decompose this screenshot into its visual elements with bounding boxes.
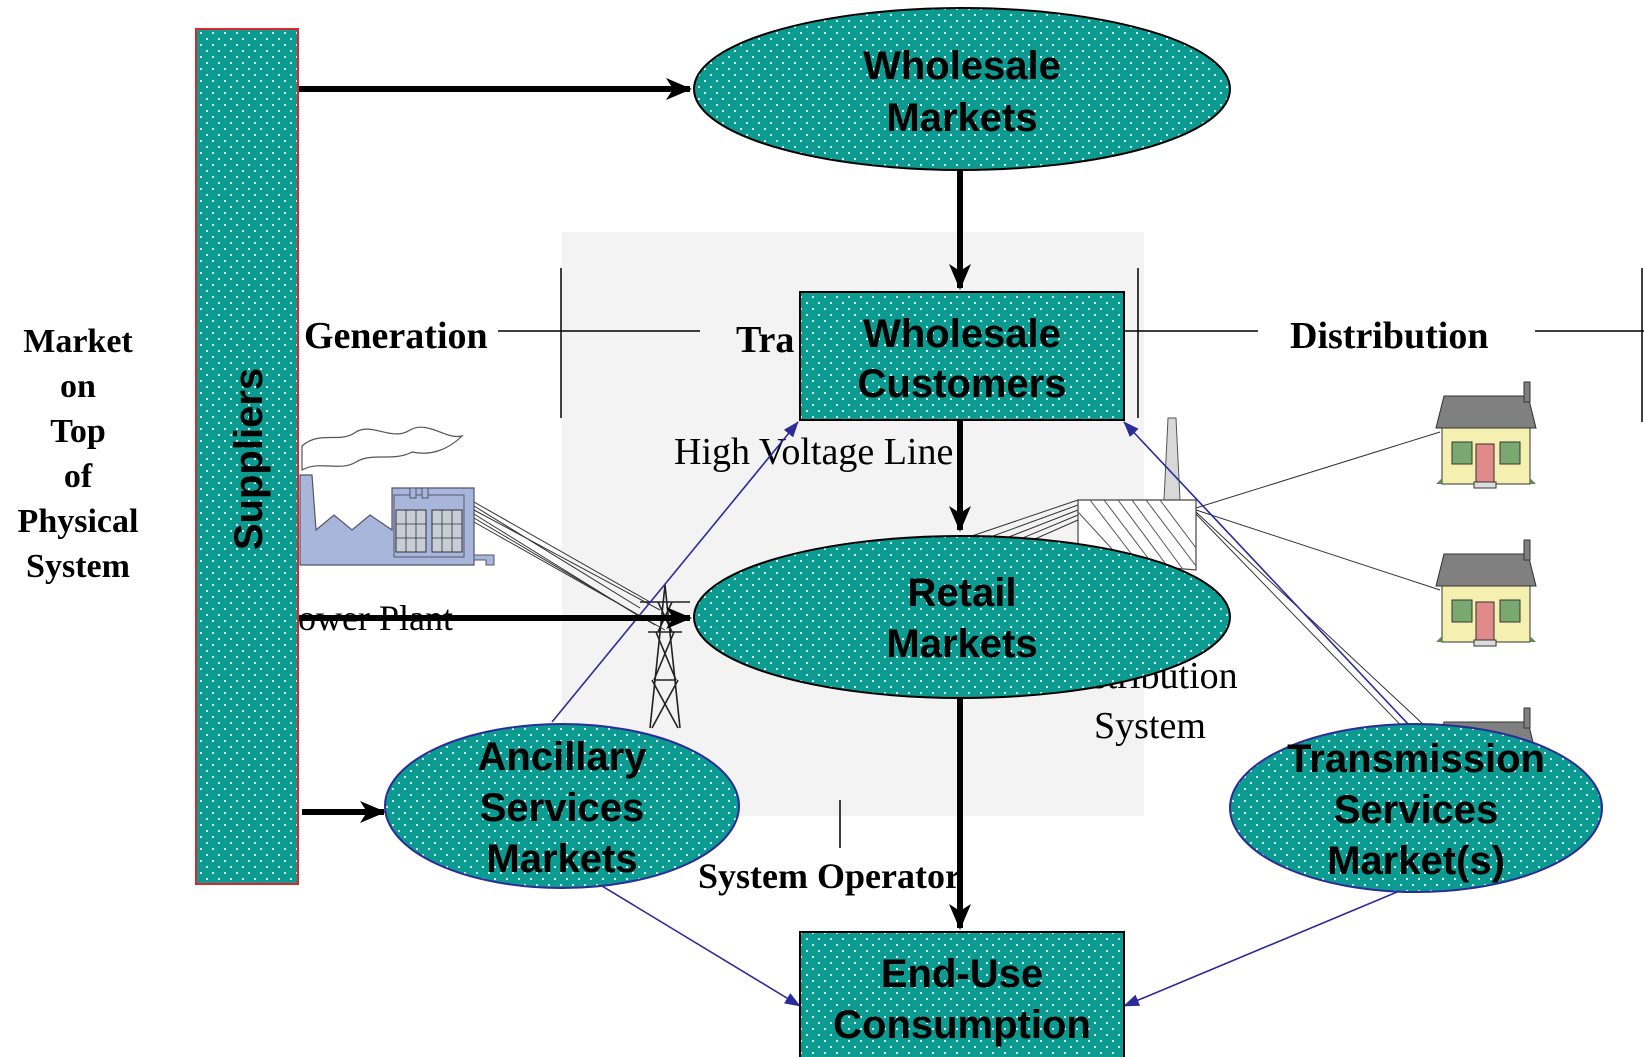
transmission-services-line-3: Market(s) (1327, 839, 1505, 883)
transmission-services-line-1: Transmission (1287, 737, 1545, 781)
arrow-ancillary-to-wholesale-customers (551, 421, 799, 723)
distribution-lines (1195, 431, 1441, 746)
market-on-top-label: Market on Top of Physical System (18, 323, 139, 585)
ancillary-line-3: Markets (486, 837, 637, 881)
side-label-line-5: Physical (18, 503, 139, 540)
thick-arrows (298, 78, 971, 930)
wholesale-markets-node: Wholesale Markets (693, 7, 1231, 171)
distribution-label: Distribution (1290, 315, 1488, 357)
side-label-line-4: of (64, 458, 93, 495)
ancillary-services-markets-node: Ancillary Services Markets (384, 723, 740, 889)
suppliers-bar: Suppliers (195, 28, 299, 885)
end-use-line-1: End-Use (881, 952, 1043, 996)
arrow-transmission-to-end-use (1123, 889, 1403, 1007)
retail-markets-line-2: Markets (886, 622, 1037, 666)
section-dividers (498, 268, 1644, 848)
transmission-services-line-2: Services (1334, 788, 1499, 832)
high-voltage-line-label: High Voltage Line (674, 431, 953, 473)
suppliers-label: Suppliers (227, 368, 271, 550)
generation-label: Generation (304, 315, 488, 357)
arrow-transmission-to-wholesale-customers (1123, 421, 1409, 725)
wholesale-customers-line-2: Customers (858, 362, 1067, 406)
plant-to-tower-lines (473, 501, 666, 631)
end-use-consumption-node: End-Use Consumption (799, 931, 1125, 1057)
end-use-line-2: Consumption (833, 1003, 1091, 1047)
ancillary-line-2: Services (480, 786, 645, 830)
side-label-line-3: Top (50, 413, 105, 450)
side-label-line-6: System (26, 548, 130, 585)
house-icon (1435, 381, 1537, 489)
side-label-line-1: Market (23, 323, 133, 360)
side-label-line-2: on (60, 368, 96, 405)
retail-markets-line-1: Retail (908, 571, 1017, 615)
arrow-ancillary-to-end-use (601, 885, 801, 1007)
wholesale-customers-line-1: Wholesale (863, 312, 1061, 356)
ancillary-line-1: Ancillary (478, 735, 648, 779)
thin-arrows (551, 421, 1409, 1007)
retail-markets-node: Retail Markets (693, 535, 1231, 699)
house-icon (1435, 539, 1537, 647)
distribution-system-label-2: System (1094, 705, 1206, 747)
wholesale-markets-line-2: Markets (886, 96, 1037, 140)
transmission-services-markets-node: Transmission Services Market(s) (1229, 723, 1603, 893)
wholesale-markets-line-1: Wholesale (863, 44, 1061, 88)
wholesale-customers-node: Wholesale Customers (799, 291, 1125, 421)
system-operator-label: System Operator (698, 856, 961, 896)
transmission-label: Tra (736, 319, 794, 361)
power-plant-icon (299, 426, 495, 566)
